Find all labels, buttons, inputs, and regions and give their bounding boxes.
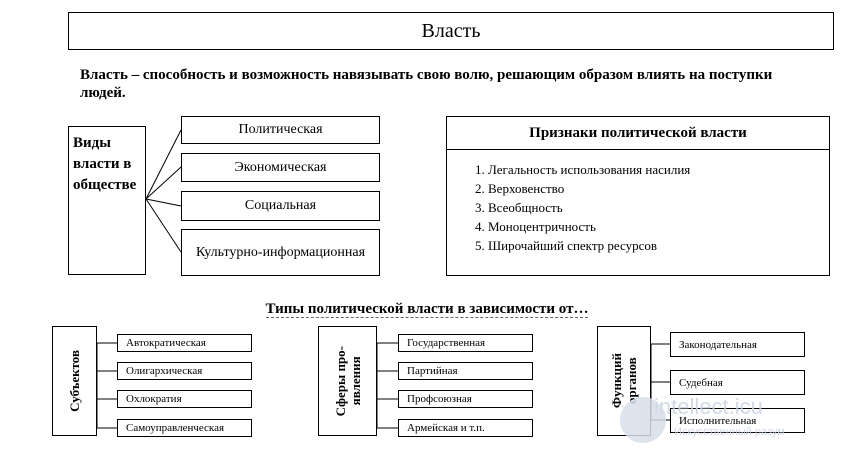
sign-item: 4. Моноцентричность xyxy=(475,219,596,234)
group-spheres-item: Партийная xyxy=(398,362,533,380)
connector-kind-4 xyxy=(145,198,182,253)
signs-title: Признаки политической власти xyxy=(447,117,829,150)
connector-kind-2 xyxy=(145,166,182,200)
signs-list: 1. Легальность использования насилия 2. … xyxy=(475,160,690,255)
group-functions-item: Законодательная xyxy=(670,332,805,357)
watermark-circle-icon xyxy=(620,397,666,443)
group-spheres-item: Государственная xyxy=(398,334,533,352)
kind-social: Социальная xyxy=(181,191,380,221)
group-subjects-item: Охлократия xyxy=(117,390,252,408)
watermark-logo: intellect.icu Искусственный разум xyxy=(620,392,850,452)
definition-text: Власть – способность и возможность навяз… xyxy=(80,67,773,101)
group-subjects-item: Самоуправленческая xyxy=(117,419,252,437)
kinds-heading: Виды власти в обществе xyxy=(73,135,137,193)
group-functions-item: Исполнительная xyxy=(670,408,805,433)
kind-economic: Экономическая xyxy=(181,153,380,182)
group-subjects-item: Автократическая xyxy=(117,334,252,352)
kind-political: Политическая xyxy=(181,116,380,144)
connector-kind-3 xyxy=(145,198,182,207)
sign-item: 2. Верховенство xyxy=(475,181,565,196)
watermark-line1: intellect.icu xyxy=(654,394,763,419)
group-functions-item: Судебная xyxy=(670,370,805,395)
group-spheres-item: Армейская и т.п. xyxy=(398,419,533,437)
connector-kind-1 xyxy=(145,129,182,200)
kind-cultural-informational: Культурно-информационная xyxy=(181,229,380,276)
group-spheres-item: Профсоюзная xyxy=(398,390,533,408)
sign-item: 3. Всеобщность xyxy=(475,200,563,215)
kinds-heading-box: Виды власти в обществе xyxy=(68,126,146,275)
group-subjects-item: Олигархическая xyxy=(117,362,252,380)
signs-box: Признаки политической власти 1. Легально… xyxy=(446,116,830,276)
types-heading: Типы политической власти в зависимости о… xyxy=(265,301,589,318)
page-title: Власть xyxy=(68,12,834,50)
watermark-line2: Искусственный разум xyxy=(674,426,785,438)
sign-item: 1. Легальность использования насилия xyxy=(475,162,691,177)
group-spheres-label: Сферы про- явления xyxy=(318,326,377,436)
sign-item: 5. Широчайший спектр ресурсов xyxy=(475,238,658,253)
group-subjects-label: Субъектов xyxy=(52,326,97,436)
